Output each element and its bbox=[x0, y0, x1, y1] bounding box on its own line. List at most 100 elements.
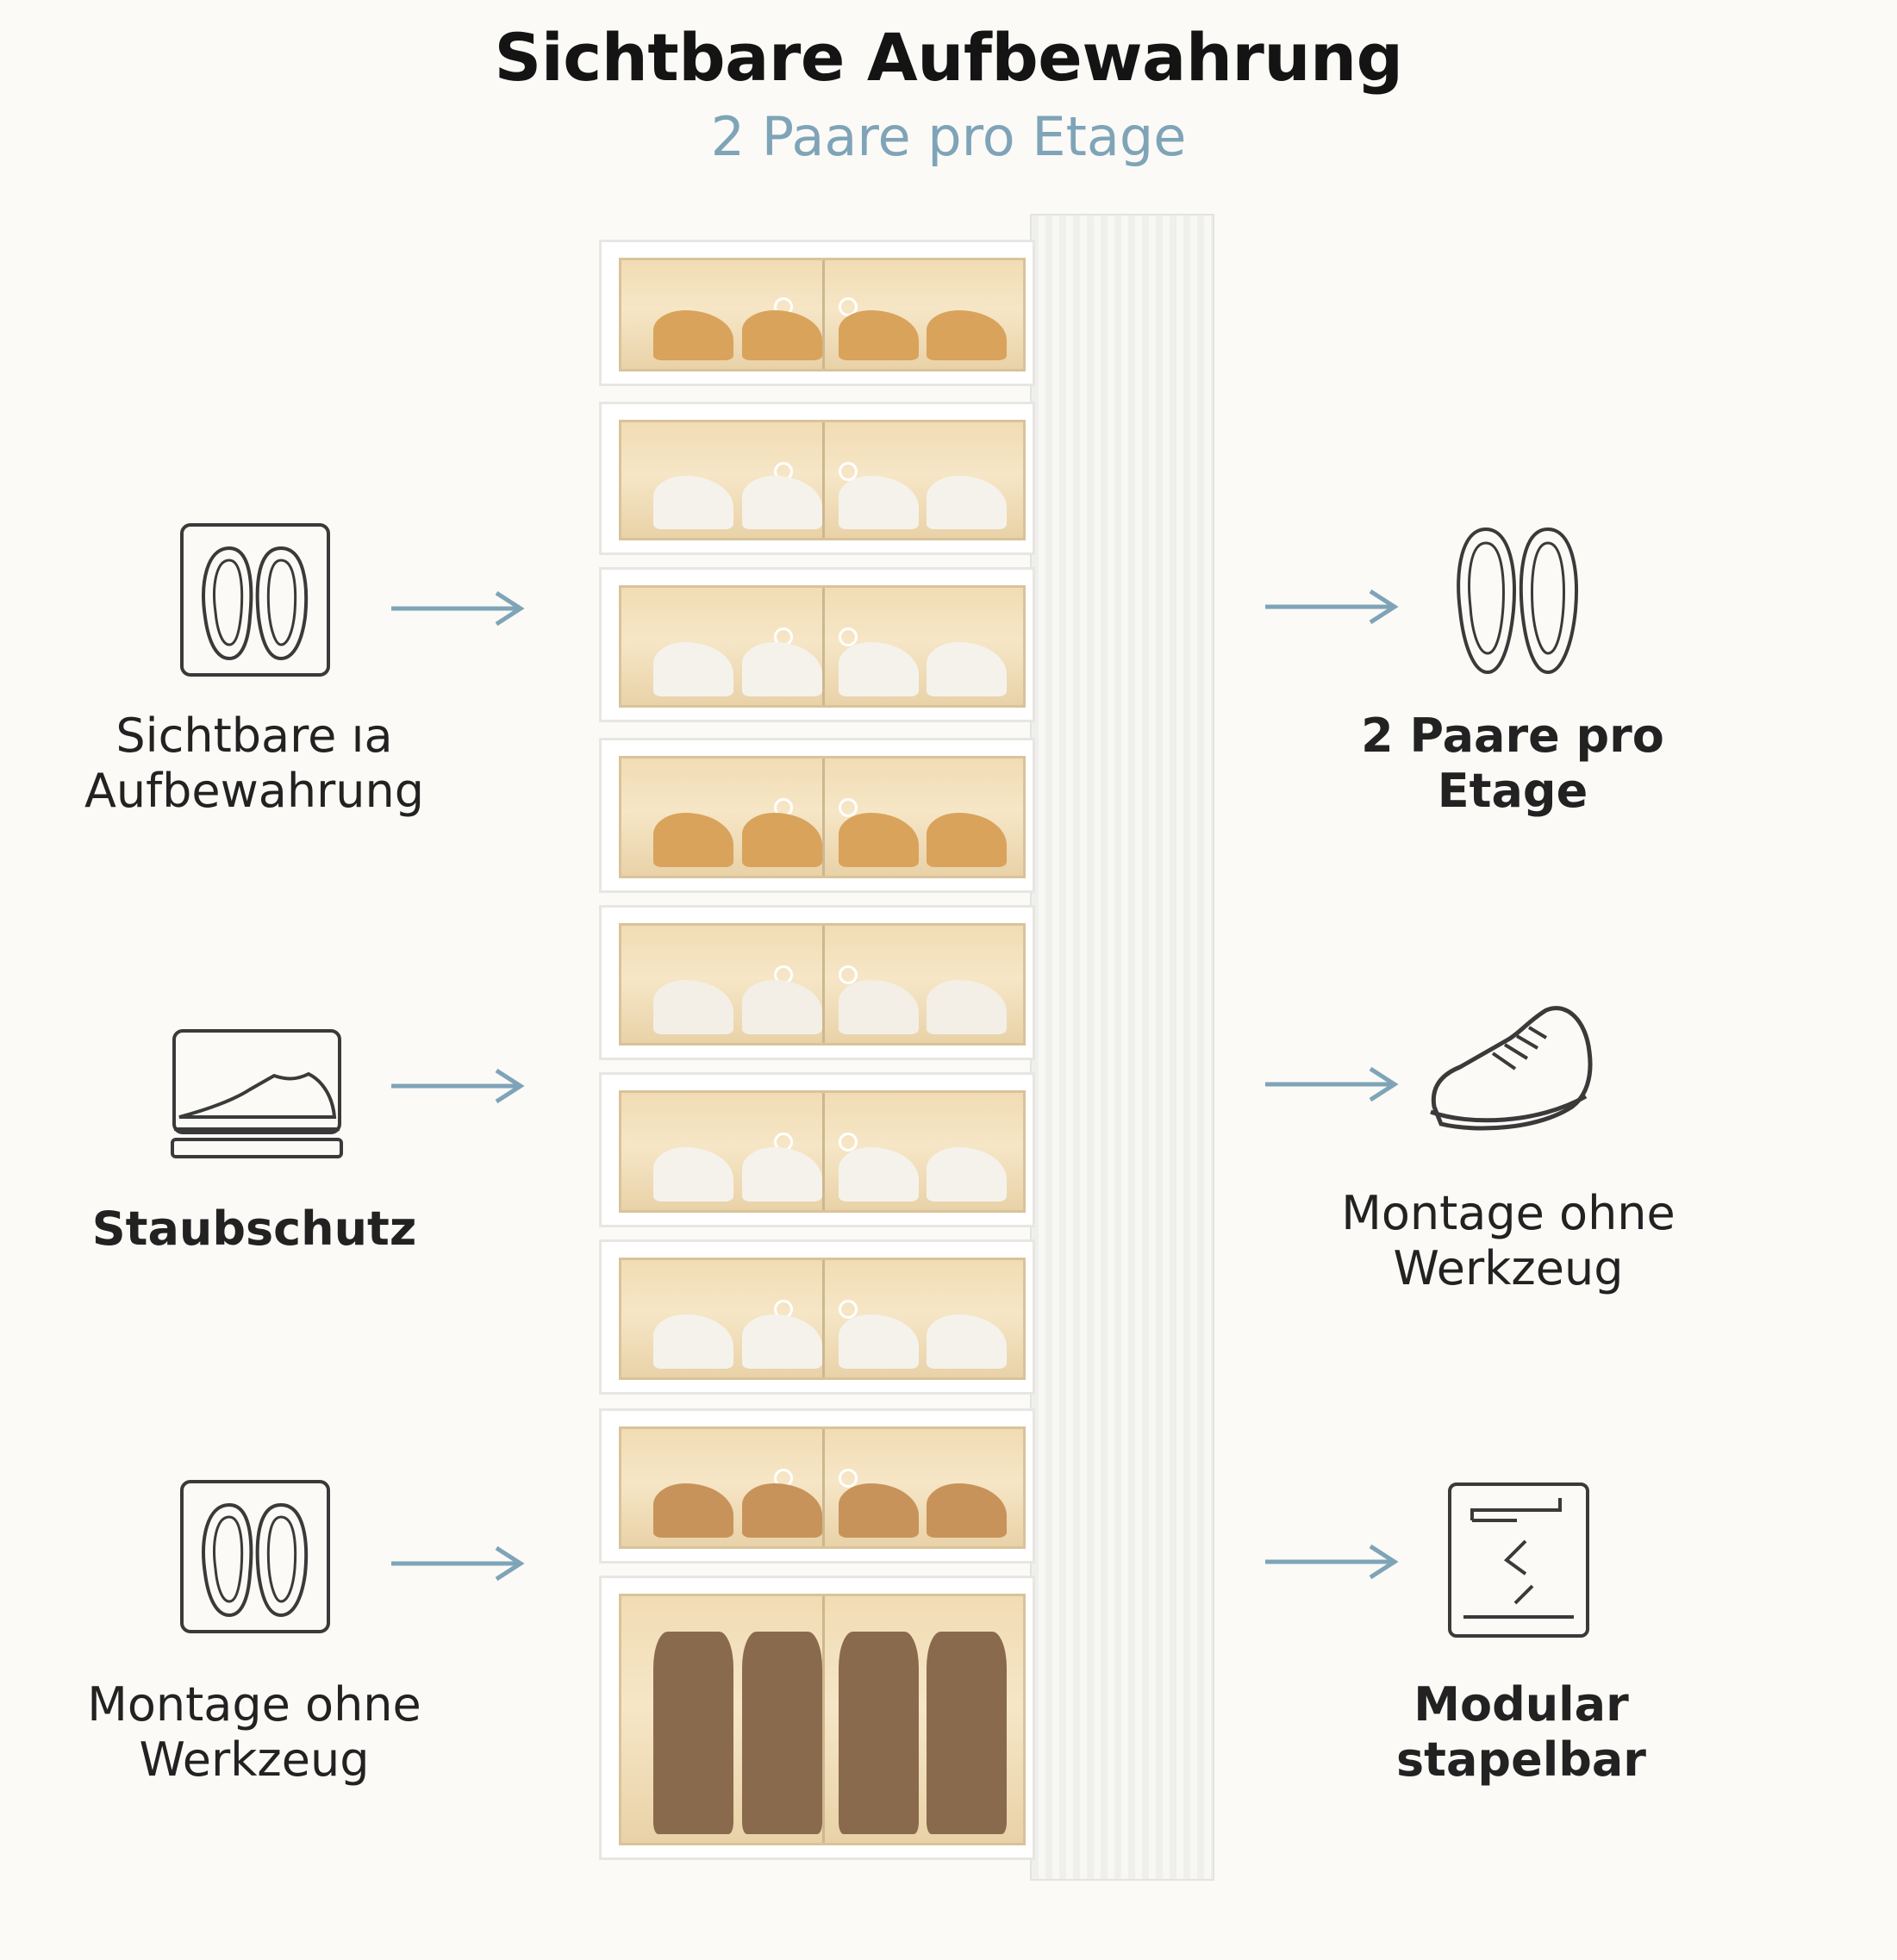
feature-label-line: Modular bbox=[1413, 1677, 1629, 1732]
cabinet-drawer bbox=[599, 905, 1035, 1060]
shoe bbox=[927, 476, 1008, 529]
drawer-door bbox=[619, 585, 1026, 708]
door-knob bbox=[838, 1300, 858, 1320]
shoe bbox=[741, 1314, 822, 1369]
shoe bbox=[927, 813, 1008, 867]
feature-label-line: Aufbewahrung bbox=[84, 764, 425, 818]
shoe bbox=[927, 310, 1008, 360]
door-split bbox=[822, 588, 825, 705]
feature-label: Modular stapelbar bbox=[1319, 1677, 1724, 1788]
shoe bbox=[741, 1632, 822, 1834]
feature-label-line: Sichtbare ıa bbox=[115, 708, 393, 763]
shoe bbox=[653, 1632, 734, 1834]
shoe bbox=[741, 1147, 822, 1202]
feature-label: Montage ohne Werkzeug bbox=[1301, 1186, 1715, 1296]
door-knob bbox=[838, 461, 858, 481]
shoe bbox=[927, 980, 1008, 1034]
shoe bbox=[838, 1483, 919, 1538]
arrow-right-icon bbox=[391, 1068, 525, 1104]
shoe bbox=[838, 476, 919, 529]
drawer-door bbox=[619, 923, 1026, 1046]
door-split bbox=[822, 422, 825, 538]
shoe bbox=[653, 1314, 734, 1369]
door-split bbox=[822, 758, 825, 876]
feature-label: Montage ohne Werkzeug bbox=[52, 1677, 457, 1788]
shoe bbox=[653, 310, 734, 360]
shoe bbox=[653, 642, 734, 696]
sneaker-icon bbox=[1426, 1003, 1594, 1152]
shoe bbox=[838, 1632, 919, 1834]
shoe bbox=[653, 813, 734, 867]
shoe bbox=[838, 642, 919, 696]
door-knob bbox=[838, 627, 858, 647]
drawer-door bbox=[619, 258, 1026, 371]
feature-label: Sichtbare ıa Aufbewahrung bbox=[52, 708, 457, 819]
shoe bbox=[838, 813, 919, 867]
page-title: Sichtbare Aufbewahrung bbox=[494, 19, 1403, 96]
feature-label-line: Werkzeug bbox=[1393, 1241, 1624, 1295]
shoe bbox=[741, 310, 822, 360]
feature-label-line: Montage ohne bbox=[87, 1677, 421, 1732]
shoe bbox=[741, 813, 822, 867]
door-split bbox=[822, 1429, 825, 1546]
door-knob bbox=[838, 798, 858, 818]
cabinet-drawer bbox=[599, 1408, 1035, 1564]
modular-panel-icon bbox=[1446, 1481, 1591, 1639]
door-knob bbox=[838, 1133, 858, 1152]
slippers-icon bbox=[1451, 524, 1582, 677]
door-split bbox=[822, 1596, 825, 1843]
drawer-door bbox=[619, 1594, 1026, 1845]
door-split bbox=[822, 1093, 825, 1210]
arrow-right-icon bbox=[391, 1545, 525, 1582]
door-knob bbox=[838, 296, 858, 316]
feature-label-line: Werkzeug bbox=[139, 1732, 370, 1787]
slippers-icon bbox=[179, 522, 331, 677]
feature-label-line: Staubschutz bbox=[91, 1202, 417, 1256]
door-split bbox=[822, 260, 825, 369]
arrow-right-icon bbox=[1265, 589, 1399, 625]
shoe bbox=[653, 1483, 734, 1538]
feature-label: Staubschutz bbox=[52, 1202, 457, 1257]
shoe bbox=[927, 642, 1008, 696]
shoe bbox=[927, 1314, 1008, 1369]
shoe bbox=[927, 1632, 1008, 1834]
drawer-door bbox=[619, 756, 1026, 878]
cabinet-drawer bbox=[599, 1239, 1035, 1395]
door-knob bbox=[838, 1469, 858, 1489]
shoe bbox=[838, 310, 919, 360]
page-subtitle: 2 Paare pro Etage bbox=[710, 105, 1187, 168]
shoe bbox=[741, 642, 822, 696]
drawer-door bbox=[619, 1090, 1026, 1213]
cabinet-drawer bbox=[599, 402, 1035, 555]
arrow-right-icon bbox=[391, 590, 525, 627]
cabinet-side-panel bbox=[1030, 214, 1214, 1881]
feature-label-line: Montage ohne bbox=[1341, 1186, 1675, 1240]
drawer-door bbox=[619, 420, 1026, 540]
shoe-cabinet-image bbox=[599, 214, 1214, 1881]
cabinet-drawer bbox=[599, 1072, 1035, 1227]
shoe-box-icon bbox=[171, 1027, 343, 1162]
feature-label-line: Etage bbox=[1437, 764, 1588, 818]
shoe bbox=[741, 1483, 822, 1538]
cabinet-drawer bbox=[599, 567, 1035, 722]
door-split bbox=[822, 926, 825, 1043]
cabinet-drawer bbox=[599, 240, 1035, 386]
cabinet-drawer bbox=[599, 738, 1035, 893]
shoe bbox=[653, 980, 734, 1034]
slippers-icon bbox=[179, 1479, 331, 1634]
shoe bbox=[741, 980, 822, 1034]
drawer-door bbox=[619, 1426, 1026, 1549]
shoe bbox=[927, 1483, 1008, 1538]
shoe bbox=[927, 1147, 1008, 1202]
shoe bbox=[653, 1147, 734, 1202]
feature-label-line: 2 Paare pro bbox=[1361, 708, 1664, 763]
shoe bbox=[838, 980, 919, 1034]
shoe bbox=[838, 1314, 919, 1369]
door-split bbox=[822, 1260, 825, 1377]
feature-label: 2 Paare pro Etage bbox=[1319, 708, 1707, 819]
shoe bbox=[838, 1147, 919, 1202]
arrow-right-icon bbox=[1265, 1066, 1399, 1102]
door-knob bbox=[838, 965, 858, 985]
arrow-right-icon bbox=[1265, 1544, 1399, 1580]
shoe bbox=[741, 476, 822, 529]
